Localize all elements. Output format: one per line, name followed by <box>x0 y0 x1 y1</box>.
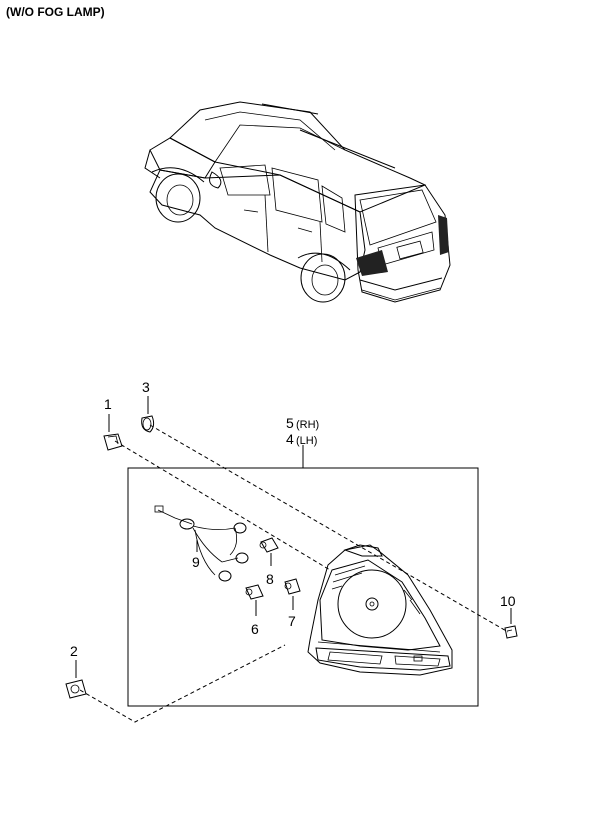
part-2-socket <box>65 660 87 699</box>
part-9-wiring-harness <box>154 505 249 582</box>
part-6-bulb <box>245 584 264 616</box>
callout-5-side: (RH) <box>296 419 319 431</box>
part-4-5-rear-combination-lamp <box>307 544 453 676</box>
assembly-box <box>127 445 479 707</box>
part-7-bulb <box>284 578 301 610</box>
part-1-socket <box>103 414 123 451</box>
callout-2: 2 <box>70 643 78 659</box>
vehicle-illustration <box>144 101 451 303</box>
callout-4-side: (LH) <box>296 435 317 447</box>
callout-3: 3 <box>142 379 150 395</box>
callout-7: 7 <box>288 613 296 629</box>
callout-1: 1 <box>104 396 112 412</box>
diagram-header-note: (W/O FOG LAMP) <box>6 5 105 19</box>
callout-6: 6 <box>251 621 259 637</box>
dashed-leaders <box>79 424 509 723</box>
callout-5: 5 <box>286 415 294 431</box>
callout-10: 10 <box>500 593 516 609</box>
part-8-bulb <box>259 537 279 566</box>
part-3-grommet <box>141 396 155 433</box>
part-10-screw <box>504 608 518 639</box>
callout-4: 4 <box>286 431 294 447</box>
callout-8: 8 <box>266 571 274 587</box>
callout-9: 9 <box>192 554 200 570</box>
